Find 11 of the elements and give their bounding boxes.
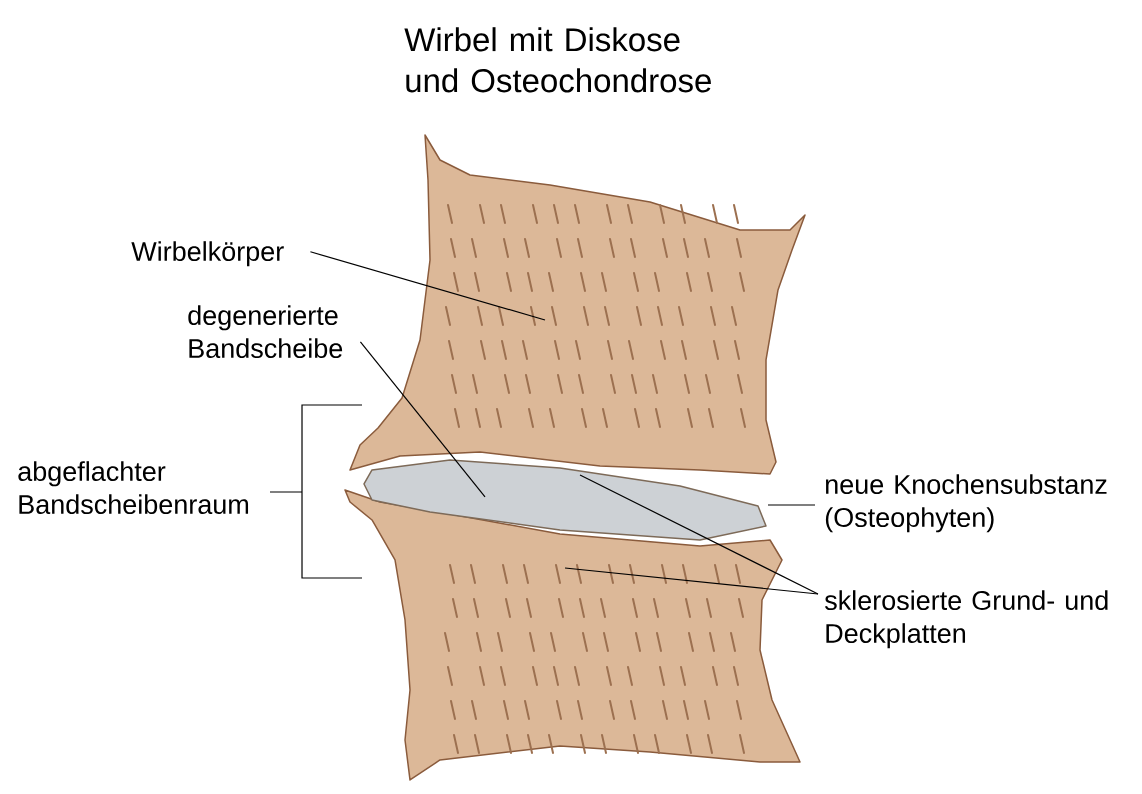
label-text: abgeflachter Bandscheibenraum bbox=[18, 461, 249, 515]
label-text: degenerierte Bandscheibe bbox=[188, 305, 343, 359]
leader-line bbox=[309, 251, 546, 321]
title: Wirbel mit Diskose und Osteochondrose bbox=[404, 27, 711, 93]
leader-line bbox=[359, 341, 486, 498]
label-text: sklerosierte Grund- und Deckplatten bbox=[824, 590, 1108, 649]
leader-line bbox=[767, 504, 816, 506]
label-text: Wirbelkörper bbox=[131, 241, 284, 267]
label-text: neue Knochensubstanz (Osteophyten) bbox=[825, 474, 1107, 533]
leader-line bbox=[564, 567, 819, 595]
leader-line bbox=[579, 474, 819, 595]
